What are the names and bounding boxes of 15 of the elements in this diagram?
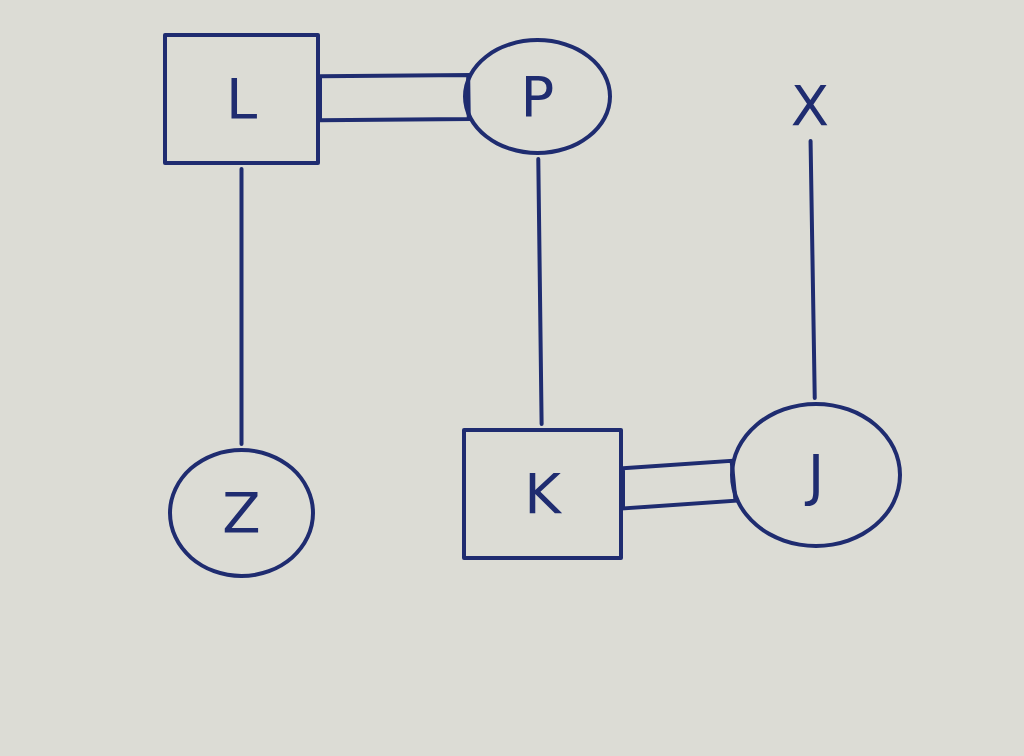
square-node [462, 428, 623, 560]
circle-node [168, 448, 315, 578]
double-line-connector [621, 458, 738, 511]
connector-line [536, 157, 544, 426]
double-line-connector [318, 73, 471, 123]
node-letter: Z [222, 485, 261, 541]
node-letter: L [225, 71, 258, 127]
connector-line [239, 167, 244, 446]
square-node [163, 33, 320, 165]
circle-node [463, 38, 612, 155]
node-letter: X [790, 78, 830, 134]
node-letter: P [520, 68, 555, 125]
circle-node [730, 402, 902, 548]
node-letter: K [524, 466, 561, 522]
connector-line [808, 139, 817, 400]
